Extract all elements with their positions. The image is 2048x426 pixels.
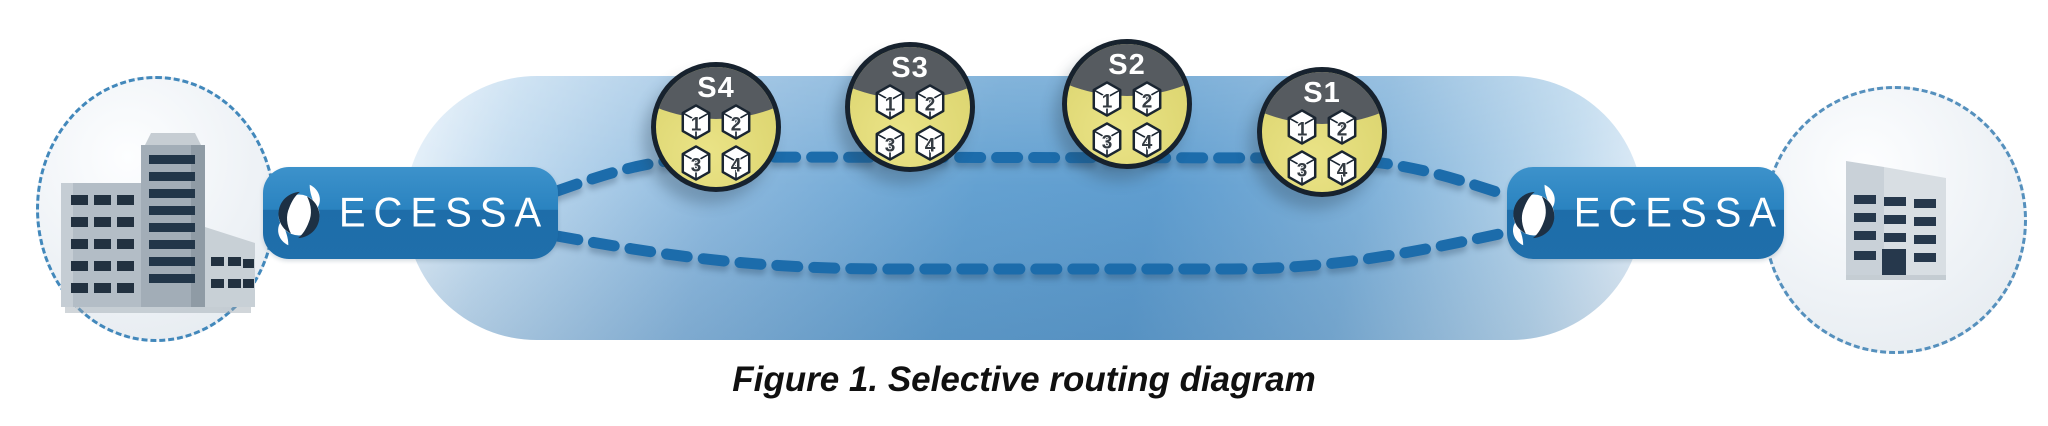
wan-node-s2: S2 1 2 3 4 — [1062, 39, 1192, 169]
svg-text:3: 3 — [885, 135, 896, 156]
packet-cube-icon: 1 — [875, 84, 905, 120]
packet-cube-icon: 4 — [1327, 150, 1357, 186]
office-buildings-icon — [61, 133, 255, 313]
packet-cube-icon: 3 — [1287, 150, 1317, 186]
svg-text:1: 1 — [1297, 119, 1308, 140]
packet-cube-icon: 2 — [1132, 81, 1162, 117]
svg-text:2: 2 — [925, 94, 936, 115]
node-label: S2 — [1108, 49, 1146, 81]
packet-cube-icon: 2 — [915, 84, 945, 120]
ecessa-appliance-left: ECESSA — [263, 167, 558, 259]
wan-node-s3: S3 1 2 3 4 — [845, 42, 975, 172]
node-label: S4 — [697, 72, 735, 104]
office-building-icon — [1846, 161, 1946, 280]
node-label: S3 — [891, 52, 929, 84]
svg-text:1: 1 — [885, 94, 896, 115]
appliance-brand-label: ECESSA — [1573, 189, 1784, 236]
packet-group: 1 2 3 4 — [1285, 108, 1359, 187]
packet-cube-icon: 1 — [1287, 109, 1317, 145]
node-cap — [1067, 44, 1187, 96]
svg-text:2: 2 — [731, 114, 742, 135]
packet-cube-icon: 3 — [681, 145, 711, 181]
packet-cube-icon: 4 — [915, 125, 945, 161]
svg-text:2: 2 — [1337, 119, 1348, 140]
svg-text:4: 4 — [731, 155, 742, 176]
node-cap — [656, 67, 776, 119]
packet-cube-icon: 3 — [1092, 122, 1122, 158]
packet-cube-icon: 4 — [1132, 122, 1162, 158]
packet-cube-icon: 1 — [1092, 81, 1122, 117]
svg-text:4: 4 — [1142, 132, 1153, 153]
packet-group: 1 2 3 4 — [679, 103, 753, 182]
packet-group: 1 2 3 4 — [873, 83, 947, 162]
site-circle-right — [1763, 86, 2027, 354]
packet-cube-icon: 2 — [721, 104, 751, 140]
packet-group: 1 2 3 4 — [1090, 80, 1164, 159]
svg-text:1: 1 — [1102, 91, 1113, 112]
figure-caption: Figure 1. Selective routing diagram — [732, 360, 1316, 399]
node-cap — [850, 47, 970, 99]
ecessa-logo-icon — [277, 184, 320, 246]
wan-node-s1: S1 1 2 3 4 — [1257, 67, 1387, 197]
packet-cube-icon: 2 — [1327, 109, 1357, 145]
svg-text:4: 4 — [925, 135, 936, 156]
wan-cloud — [405, 76, 1643, 340]
svg-text:3: 3 — [1102, 132, 1113, 153]
wan-node-s4: S4 1 2 3 4 — [651, 62, 781, 192]
node-cap — [1262, 72, 1382, 124]
node-label: S1 — [1303, 77, 1341, 109]
svg-text:4: 4 — [1337, 160, 1348, 181]
packet-cube-icon: 1 — [681, 104, 711, 140]
site-circle-left — [36, 76, 276, 342]
svg-text:3: 3 — [691, 155, 702, 176]
packet-cube-icon: 4 — [721, 145, 751, 181]
svg-text:1: 1 — [691, 114, 702, 135]
svg-text:2: 2 — [1142, 91, 1153, 112]
ecessa-logo-icon — [1512, 184, 1555, 246]
ecessa-appliance-right: ECESSA — [1507, 167, 1784, 259]
appliance-brand-label: ECESSA — [338, 189, 550, 236]
svg-text:3: 3 — [1297, 160, 1308, 181]
wan-link-lower — [551, 226, 1515, 275]
packet-cube-icon: 3 — [875, 125, 905, 161]
